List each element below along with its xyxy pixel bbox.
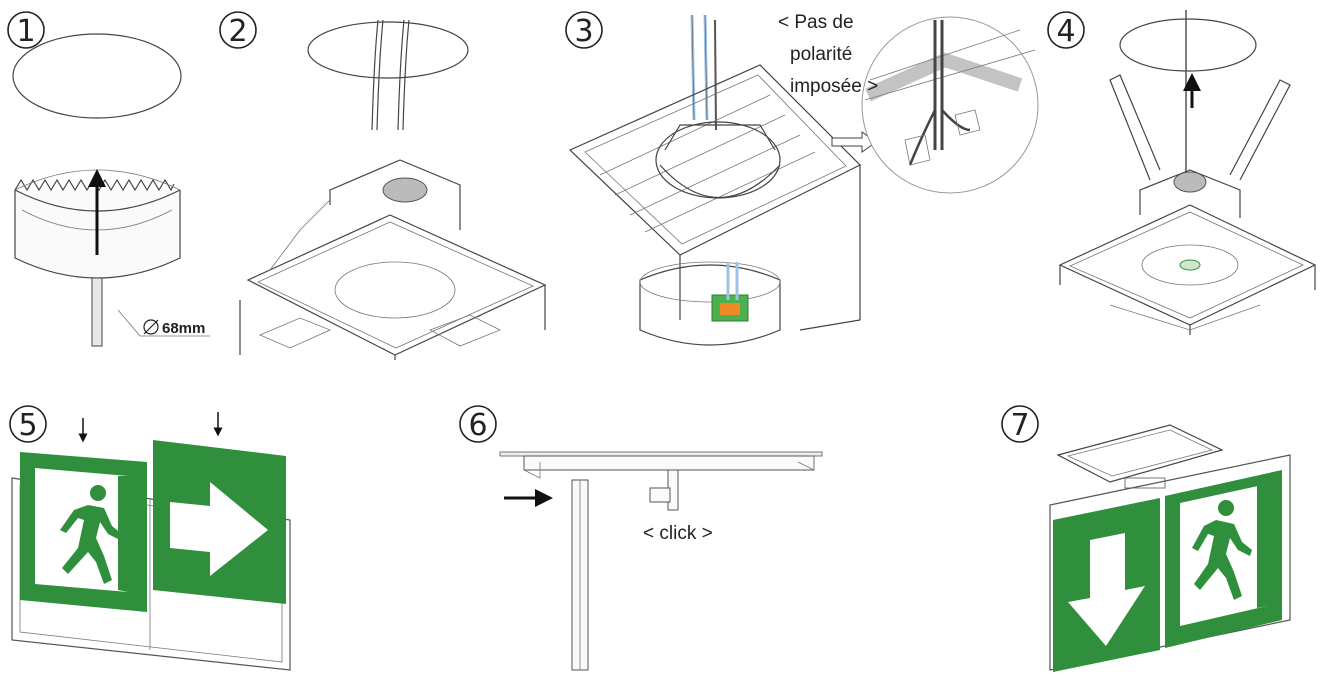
zoom-arrow xyxy=(831,131,877,153)
hole-saw xyxy=(14,169,181,347)
blue-wires xyxy=(690,14,717,131)
step-5: 5 xyxy=(9,405,291,671)
step-2: 2 xyxy=(219,11,547,360)
exit-sign-double-sided xyxy=(1049,454,1291,672)
polarity-line-1: < Pas de xyxy=(778,12,854,33)
step-5-number: 5 xyxy=(18,408,37,443)
running-man-icon xyxy=(1192,500,1252,600)
running-man-icon xyxy=(60,485,122,584)
step-5-number-badge: 5 xyxy=(9,405,47,443)
diameter-icon xyxy=(143,319,159,335)
click-callout: < click > xyxy=(643,523,713,544)
exit-sign-left-panel xyxy=(20,452,147,612)
ceiling-hole-outline-4 xyxy=(1119,18,1257,72)
zoom-detail-circle xyxy=(861,16,1039,194)
step-2-number-badge: 2 xyxy=(219,11,257,49)
polarity-callout: < Pas de polarité imposée > xyxy=(778,12,878,97)
step-1-number-badge: 1 xyxy=(7,11,45,49)
ceiling-base-7 xyxy=(1056,424,1224,489)
step-6-number-badge: 6 xyxy=(459,405,497,443)
side-profile xyxy=(499,451,823,671)
step-7-number-badge: 7 xyxy=(1001,405,1039,443)
mounting-frame-iso xyxy=(568,64,862,331)
step-4-number: 4 xyxy=(1056,14,1075,49)
spring-clips xyxy=(1109,74,1291,181)
step-4-number-badge: 4 xyxy=(1047,11,1085,49)
hole-saw-teeth xyxy=(14,178,175,192)
dimension-callout: 68mm xyxy=(117,309,210,337)
step-3-number: 3 xyxy=(574,14,593,49)
step-3-number-badge: 3 xyxy=(565,11,603,49)
polarity-line-3: imposée > xyxy=(790,76,878,97)
step-6-number: 6 xyxy=(468,408,487,443)
arrow-down-icon xyxy=(1068,533,1145,646)
step-7: 7 xyxy=(1001,405,1291,672)
step-3: 3 xyxy=(565,11,1039,346)
driver-housing xyxy=(639,261,781,346)
step-2-number: 2 xyxy=(228,14,247,49)
step-1-number: 1 xyxy=(16,14,35,49)
polarity-line-2: polarité xyxy=(790,44,852,65)
arrow-right-icon xyxy=(170,482,268,576)
hole-diameter-label: 68mm xyxy=(162,320,205,337)
step-6: 6 < click > xyxy=(459,405,823,671)
exit-sign-right-panel xyxy=(153,440,286,604)
ceiling-hole-outline xyxy=(307,21,469,79)
ceiling-cutout-outline xyxy=(12,33,182,119)
step-4: 4 xyxy=(1047,10,1317,335)
supply-wires xyxy=(371,19,410,131)
step-1: 1 68mm xyxy=(7,11,210,347)
luminaire-base-iso-4 xyxy=(1058,169,1317,335)
step-7-number: 7 xyxy=(1010,408,1029,443)
luminaire-base-iso xyxy=(239,159,547,360)
